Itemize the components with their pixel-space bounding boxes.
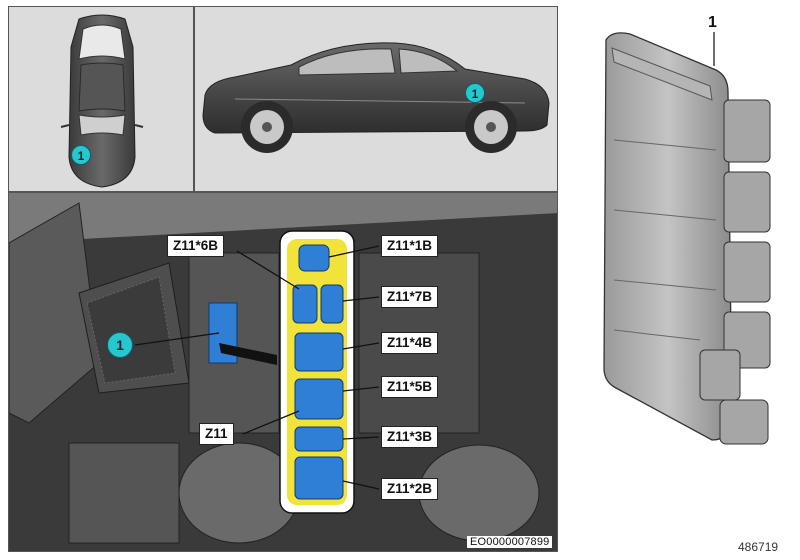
callout-z11-3b: Z11*3B xyxy=(381,426,439,448)
callout-z11-7b: Z11*7B xyxy=(381,286,439,308)
engine-bay-panel: Z11*6B Z11*1B Z11*7B Z11*4B Z11*5B Z11 Z… xyxy=(8,192,558,552)
callout-z11-2b: Z11*2B xyxy=(381,478,439,500)
callout-z11-6b: Z11*6B xyxy=(167,235,225,257)
location-badge-side: 1 xyxy=(465,83,485,103)
callout-z11: Z11 xyxy=(199,423,234,445)
side-view-panel: 1 xyxy=(194,6,558,192)
top-view-panel: 1 xyxy=(8,6,194,192)
callout-z11-1b: Z11*1B xyxy=(381,235,439,257)
location-badge-top: 1 xyxy=(71,145,91,165)
car-top-view xyxy=(60,14,144,188)
diagram-code: EO0000007899 xyxy=(467,536,553,548)
car-side-view xyxy=(202,42,550,153)
catalog-number: 486719 xyxy=(738,540,779,554)
part-number-label: 1 xyxy=(708,14,717,31)
module-detail xyxy=(134,230,380,514)
callout-z11-5b: Z11*5B xyxy=(381,376,439,398)
location-badge-engine: 1 xyxy=(107,332,133,358)
callout-z11-4b: Z11*4B xyxy=(381,332,439,354)
